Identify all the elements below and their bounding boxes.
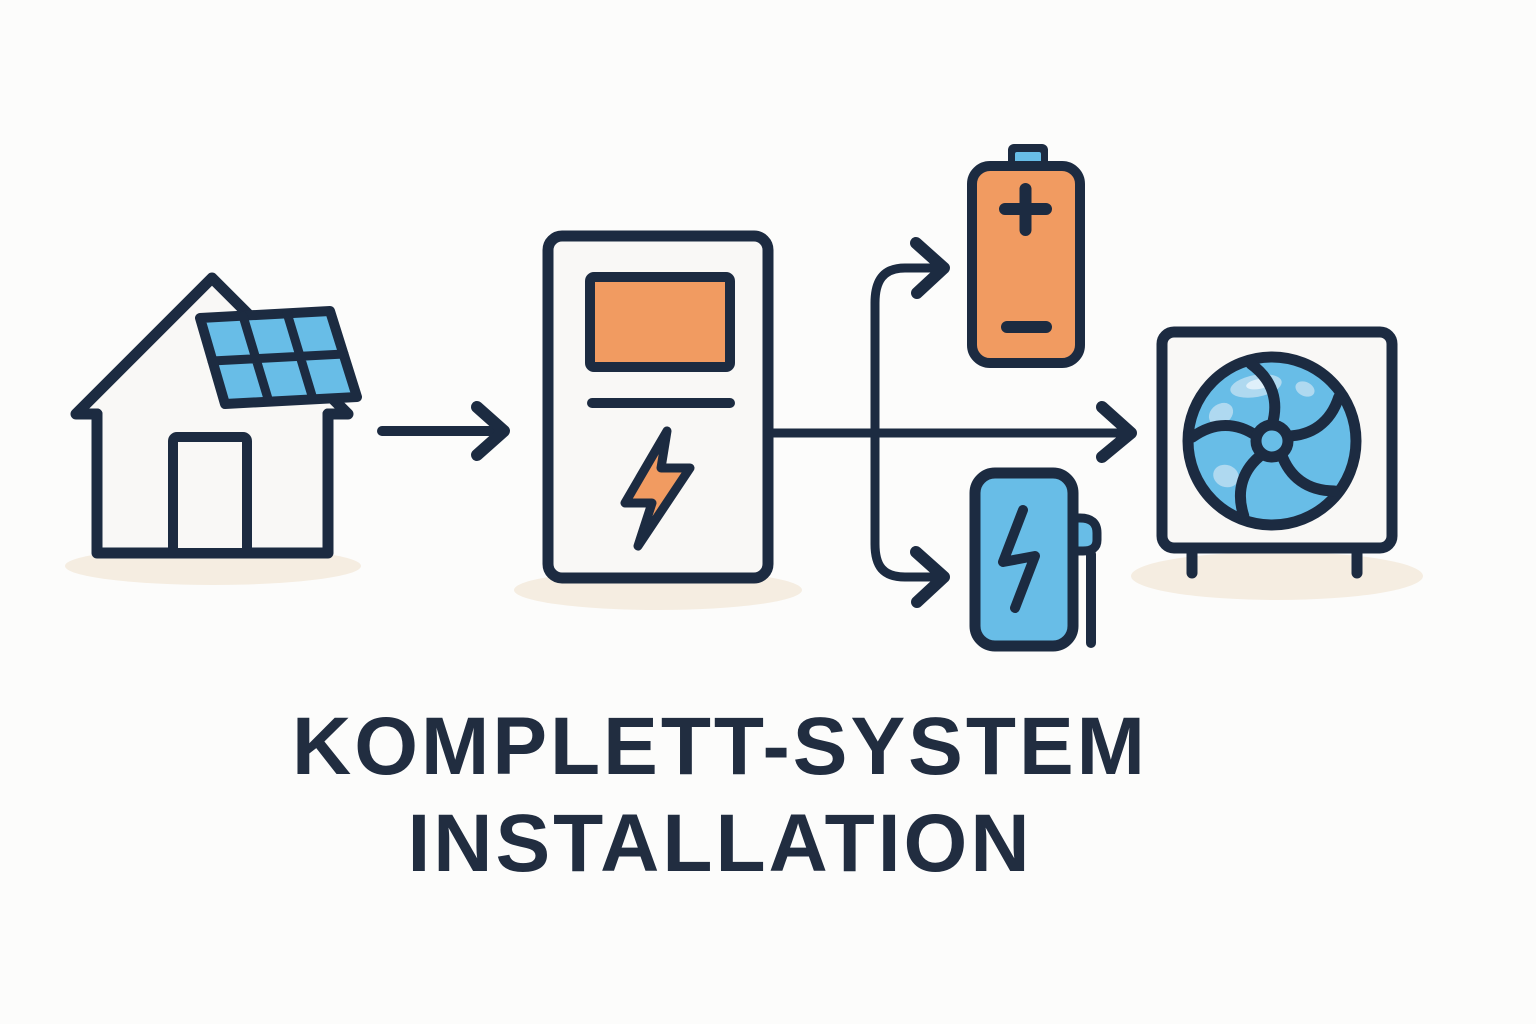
arrow-head-battery-icon — [910, 237, 950, 299]
heat-pump-shadow — [1131, 552, 1423, 600]
branch-flow-line — [870, 263, 936, 582]
caption-line-2: INSTALLATION — [407, 798, 1033, 889]
arrow-head-heat-pump-icon — [1096, 401, 1137, 463]
plus-symbol — [999, 183, 1052, 236]
solar-panel — [195, 306, 362, 409]
house-with-solar-panel-icon — [70, 272, 362, 559]
fan-hub — [1250, 419, 1294, 463]
lightning-bolt-icon — [620, 426, 695, 551]
battery-body — [967, 161, 1085, 368]
arrow-head-icon — [471, 401, 510, 461]
battery-icon — [967, 144, 1085, 368]
flow-lines — [763, 237, 1137, 608]
arrow-house-to-inverter — [377, 401, 510, 461]
fan-blades — [1192, 358, 1346, 516]
house-door — [168, 432, 252, 558]
solar-panel-grid — [207, 308, 349, 407]
caption-line-1: KOMPLETT-SYSTEM — [292, 701, 1148, 792]
caption: KOMPLETT-SYSTEM INSTALLATION — [0, 698, 1440, 892]
heat-pump-fan-icon — [1156, 326, 1398, 579]
inverter-icon — [542, 230, 774, 584]
house-roof — [70, 272, 354, 420]
arrow-head-charger-icon — [910, 546, 950, 608]
ev-charger-icon — [969, 467, 1102, 652]
inverter-display — [585, 272, 735, 372]
charger-lightning-icon — [998, 505, 1040, 613]
